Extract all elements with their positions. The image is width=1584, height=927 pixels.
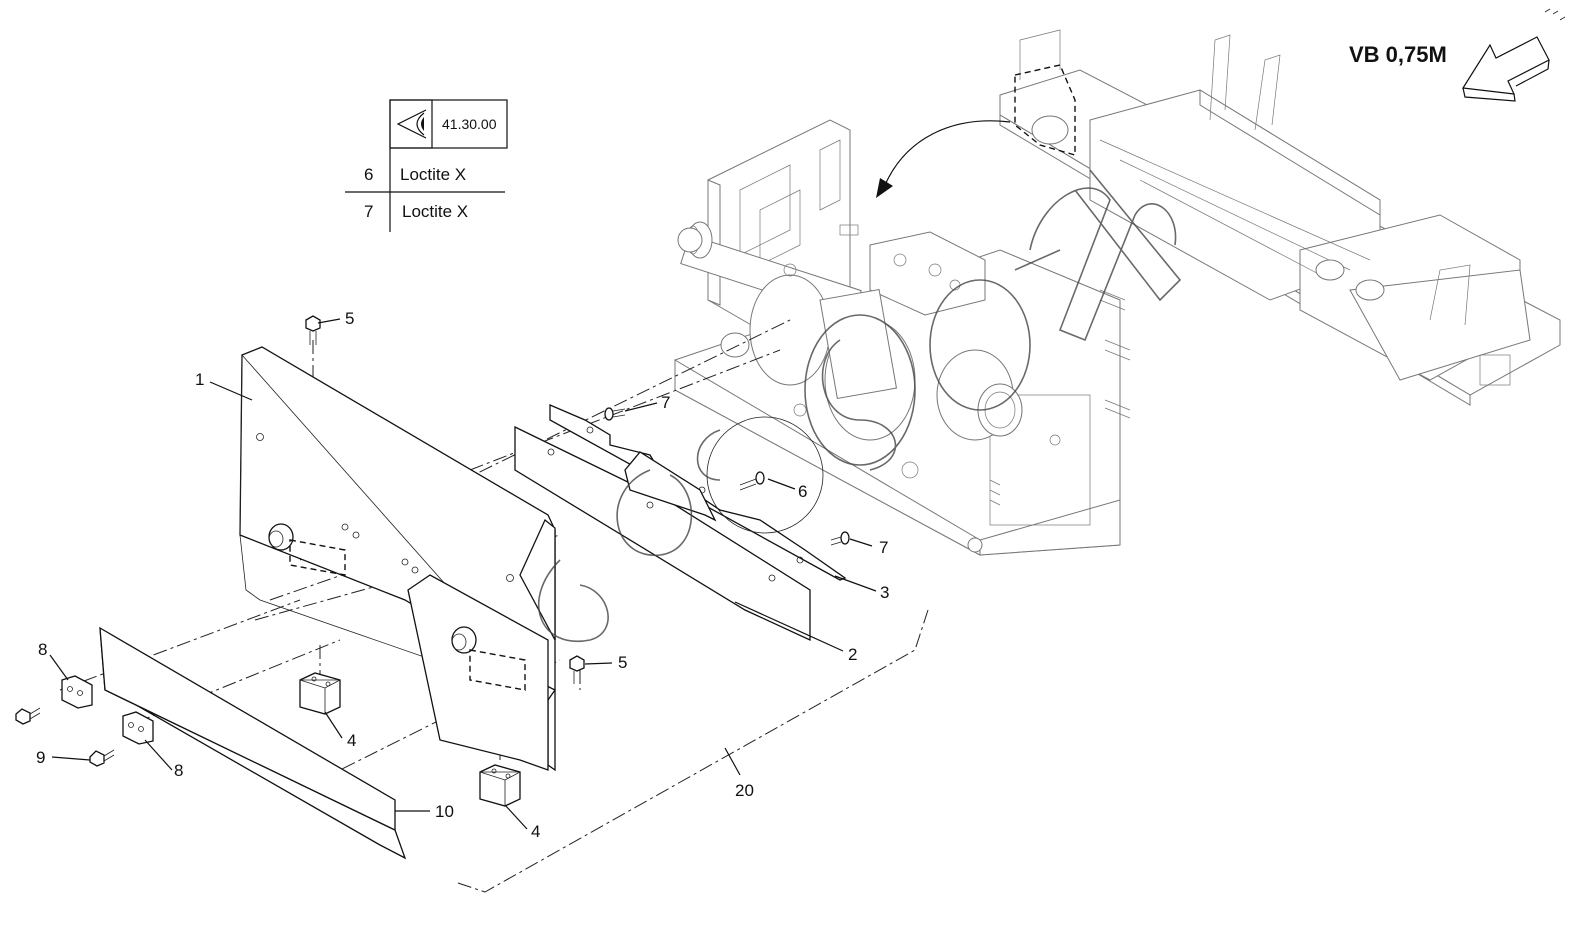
view-reference-number: 41.30.00 <box>442 116 497 132</box>
exploded-parts <box>15 315 929 893</box>
bolt <box>89 749 115 767</box>
table-row-item: 6 <box>364 165 373 184</box>
callout-3: 3 <box>880 583 889 602</box>
callout-9: 9 <box>36 748 45 767</box>
bolt <box>305 315 321 345</box>
main-assembly <box>674 119 1131 556</box>
view-direction-label: VB 0,75M <box>1349 42 1447 67</box>
watermark-logo <box>537 169 1182 643</box>
callout-2: 2 <box>848 645 857 664</box>
callout-8: 8 <box>38 640 47 659</box>
callout-8: 8 <box>174 761 183 780</box>
table-row-text: Loctite X <box>402 202 468 221</box>
callout-4: 4 <box>347 731 356 750</box>
callout-20: 20 <box>735 781 754 800</box>
bolt <box>15 707 41 725</box>
rubber-block <box>479 764 521 807</box>
table-row-text: Loctite X <box>400 165 466 184</box>
table-row-item: 7 <box>364 202 373 221</box>
callout-10: 10 <box>435 802 454 821</box>
callout-5: 5 <box>618 653 627 672</box>
callout-6: 6 <box>798 482 807 501</box>
eye-view-icon <box>396 109 427 139</box>
overview-machine <box>999 29 1561 406</box>
callouts: 1 2 3 4 4 5 5 6 7 7 8 8 9 10 20 <box>36 309 889 841</box>
bolt <box>569 655 585 684</box>
callout-7: 7 <box>661 393 670 412</box>
leader-lines <box>49 318 877 830</box>
callout-1: 1 <box>195 370 204 389</box>
screw <box>830 531 850 546</box>
callout-5: 5 <box>345 309 354 328</box>
callout-7: 7 <box>879 538 888 557</box>
view-direction-arrow-icon <box>1461 36 1550 102</box>
reference-table: 41.30.00 6 Loctite X 7 Loctite X <box>345 99 508 232</box>
detail-arrow-icon <box>876 120 1011 198</box>
screw <box>604 407 626 421</box>
screw <box>739 471 765 491</box>
callout-4: 4 <box>531 822 540 841</box>
rubber-block <box>299 672 341 715</box>
